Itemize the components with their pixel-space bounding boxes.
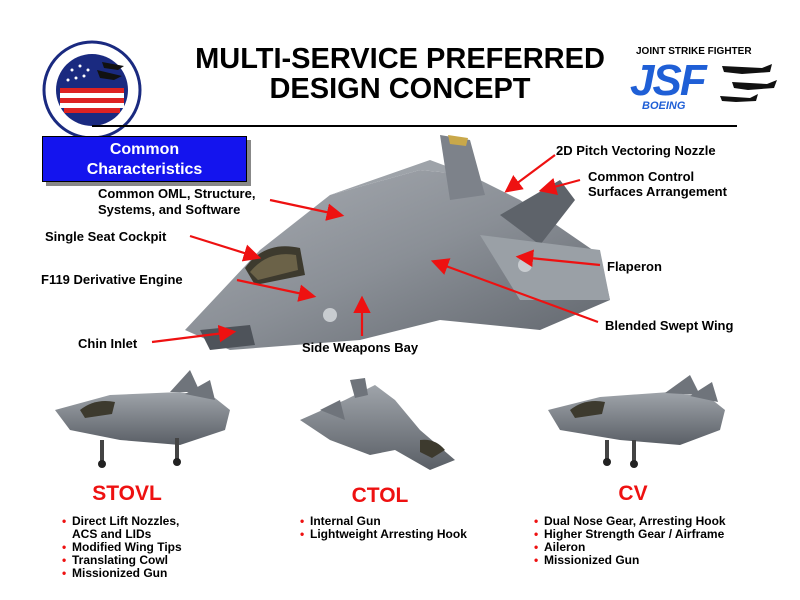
label-control-surfaces-1: Common Control (588, 169, 695, 184)
title-line-2: DESIGN CONCEPT (269, 73, 531, 105)
label-cockpit: Single Seat Cockpit (45, 229, 167, 244)
arrow-chin-inlet (151, 324, 237, 344)
ctol-feature-list: Internal Gun Lightweight Arresting Hook (300, 515, 467, 542)
logo-boeing-text: BOEING (642, 100, 686, 112)
list-item: Modified Wing Tips (62, 541, 182, 555)
logo-top-text: JOINT STRIKE FIGHTER (636, 46, 752, 57)
list-item: Aileron (534, 541, 726, 555)
stovl-aircraft (55, 370, 230, 468)
arrow-wing (430, 258, 599, 324)
list-item: Missionized Gun (62, 567, 182, 581)
arrow-flaperon (515, 249, 601, 268)
common-box-line-1: Common (109, 141, 180, 158)
label-flaperon: Flaperon (607, 259, 662, 274)
ctol-aircraft (300, 378, 455, 470)
label-common-oml-2: Systems, and Software (98, 202, 241, 217)
list-item: Direct Lift Nozzles, ACS and LIDs (62, 515, 182, 541)
arrow-engine (236, 278, 317, 302)
jsf-boeing-logo: JOINT STRIKE FIGHTER JSF BOEING (612, 46, 787, 118)
cv-feature-list: Dual Nose Gear, Arresting Hook Higher St… (534, 515, 726, 568)
label-common-oml-1: Common OML, Structure, (98, 186, 256, 201)
logo-jsf-letters: JSF (630, 56, 707, 105)
title-underline (92, 125, 737, 127)
arrow-pitch-nozzle (504, 154, 556, 193)
label-control-surfaces-2: Surfaces Arrangement (588, 184, 727, 199)
variant-title-stovl: STOVL (92, 482, 162, 505)
label-wing: Blended Swept Wing (605, 318, 734, 333)
main-aircraft (185, 135, 610, 350)
arrow-cockpit (189, 234, 262, 262)
label-chin-inlet: Chin Inlet (78, 336, 138, 351)
logo-jet-silhouettes (720, 64, 777, 102)
stovl-feature-list: Direct Lift Nozzles, ACS and LIDs Modifi… (62, 515, 182, 581)
arrow-control-surfaces (538, 178, 581, 196)
jsf-program-seal (42, 40, 142, 140)
title-line-1: MULTI-SERVICE PREFERRED (195, 43, 605, 75)
common-box-line-2: Characteristics (86, 161, 203, 178)
label-weapons-bay: Side Weapons Bay (302, 340, 419, 355)
arrow-common-oml (269, 198, 345, 221)
list-item: Internal Gun (300, 515, 467, 529)
label-engine: F119 Derivative Engine (41, 272, 183, 287)
common-characteristics-box: Common Characteristics (42, 136, 247, 182)
variant-title-cv: CV (618, 482, 648, 505)
label-pitch-nozzle: 2D Pitch Vectoring Nozzle (556, 143, 716, 158)
list-item-continuation: ACS and LIDs (72, 527, 152, 541)
list-item: Translating Cowl (62, 554, 182, 568)
cv-aircraft (548, 375, 725, 468)
list-item: Higher Strength Gear / Airframe (534, 528, 726, 542)
variant-title-ctol: CTOL (351, 484, 409, 507)
page-title: MULTI-SERVICE PREFERRED DESIGN CONCEPT (140, 44, 660, 104)
list-item: Missionized Gun (534, 554, 726, 568)
list-item: Dual Nose Gear, Arresting Hook (534, 515, 726, 529)
list-item: Lightweight Arresting Hook (300, 528, 467, 542)
